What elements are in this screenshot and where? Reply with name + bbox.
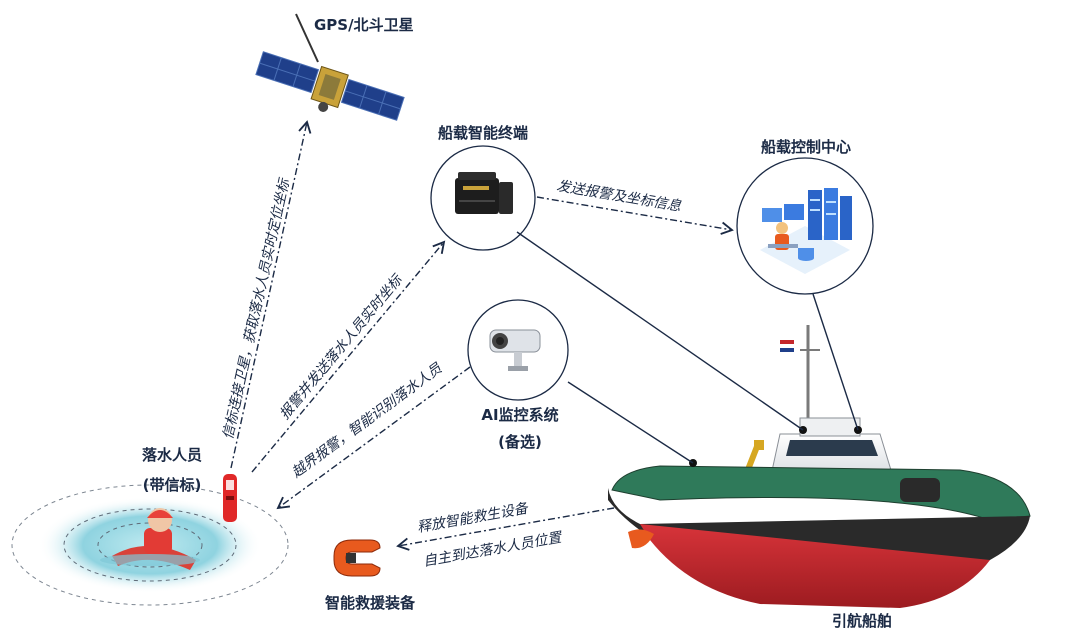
person-in-water: [11, 484, 289, 606]
terminal-label: 船载智能终端: [438, 124, 528, 142]
rescue-device-label: 智能救援装备: [325, 594, 416, 612]
ship-label: 引航船舶: [832, 612, 892, 630]
rescue-device-icon: [333, 539, 381, 577]
edge-center-ship: [812, 293, 859, 431]
edge-label-ship-device-1: 释放智能救生设备: [416, 500, 531, 536]
edge-beacon-satellite: [230, 120, 312, 469]
control-center-icon: [760, 188, 852, 274]
camera-icon: [489, 329, 541, 371]
edge-ai-ship: [567, 381, 694, 464]
connector-lines: [230, 120, 859, 551]
beacon-icon: [223, 474, 237, 522]
terminal-device-icon: [455, 172, 513, 214]
ai-monitor-node: [467, 299, 569, 401]
edge-label-terminal-center: 发送报警及坐标信息: [555, 178, 682, 215]
edge-beacon-terminal: [251, 240, 446, 473]
person-label: 落水人员: [142, 446, 202, 464]
edge-terminal-center: [536, 196, 734, 235]
ai-monitor-label: AI监控系统: [481, 406, 558, 424]
control-center-node: [736, 157, 874, 295]
person-icon: [100, 508, 200, 570]
ai-monitor-sublabel: (备选): [498, 433, 542, 451]
control-center-label: 船载控制中心: [761, 138, 851, 156]
person-sublabel: (带信标): [143, 476, 202, 494]
edge-label-beacon-satellite: 信标连接卫星，获取落水人员实时定位坐标: [220, 176, 293, 441]
edge-terminal-ship: [516, 231, 804, 431]
ship-illustration: [608, 325, 1031, 608]
satellite-icon: [255, 13, 405, 121]
terminal-node: [430, 145, 536, 251]
satellite-label: GPS/北斗卫星: [314, 16, 414, 34]
edge-label-ship-device-2: 自主到达落水人员位置: [422, 530, 565, 570]
edge-ai-person: [276, 366, 471, 510]
edge-ship-device: [396, 507, 615, 551]
